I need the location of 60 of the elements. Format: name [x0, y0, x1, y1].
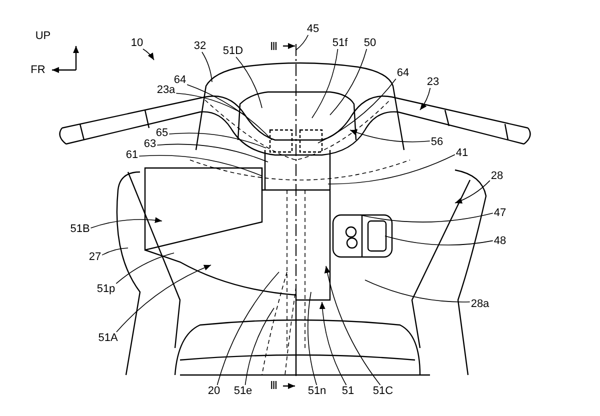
leader-line	[90, 217, 162, 228]
callout-number: 27	[88, 251, 102, 263]
callout-number: 63	[142, 138, 158, 150]
callout-number: 45	[306, 23, 320, 35]
leader-line	[186, 84, 272, 140]
leader-line	[312, 48, 338, 118]
callout-number: 23a	[156, 84, 176, 96]
callout-number: 28a	[470, 298, 490, 310]
leader-line	[138, 154, 262, 176]
callout-number: 51A	[97, 332, 119, 344]
callout-number: 20	[206, 385, 222, 397]
leader-line	[176, 92, 246, 116]
callout-number: 51C	[372, 385, 394, 397]
callout-number: 32	[192, 40, 208, 52]
leader-line	[202, 52, 212, 82]
callout-number: 51	[340, 385, 356, 397]
leader-line	[168, 132, 266, 148]
leader-line	[142, 48, 154, 60]
leader-line	[330, 48, 368, 116]
callout-number: 61	[124, 149, 140, 161]
callout-number: 51p	[96, 283, 116, 295]
callout-number: 51n	[306, 385, 328, 397]
callout-number: 41	[454, 147, 470, 159]
leader-line	[384, 236, 494, 246]
leader-line	[318, 78, 396, 144]
leader-line	[296, 34, 309, 50]
direction-label: UP	[34, 30, 52, 42]
leader-line	[116, 252, 174, 284]
callout-number: 51e	[232, 385, 254, 397]
leader-line	[102, 248, 128, 256]
direction-label: FR	[30, 64, 46, 76]
callout-number: 51D	[222, 45, 244, 57]
leader-line	[116, 264, 212, 332]
callout-number: 28	[490, 170, 504, 182]
callout-number: 56	[430, 136, 444, 148]
leader-line	[364, 280, 470, 302]
callout-number: 64	[396, 67, 410, 79]
callout-number: 50	[362, 37, 378, 49]
leader-line	[156, 144, 268, 162]
leader-line	[244, 308, 274, 386]
callout-number: 64	[172, 74, 188, 86]
callout-number: 47	[492, 207, 508, 219]
leader-line	[308, 292, 318, 386]
callout-number: 23	[426, 76, 440, 88]
callout-number: 51B	[69, 223, 91, 235]
leader-line	[216, 272, 280, 386]
leader-line	[420, 88, 431, 110]
section-label: Ⅲ	[269, 41, 279, 53]
leader-line	[328, 154, 456, 184]
leader-line	[454, 180, 490, 204]
leader-line	[360, 212, 494, 222]
callout-number: 65	[154, 127, 170, 139]
leader-line	[324, 266, 381, 386]
section-label: Ⅲ	[269, 380, 279, 392]
leader-line	[319, 302, 347, 386]
callout-number: 10	[130, 37, 144, 49]
callout-number: 48	[492, 235, 508, 247]
leader-line	[350, 130, 430, 142]
callout-number: 51f	[331, 37, 349, 49]
leader-line	[236, 56, 262, 108]
